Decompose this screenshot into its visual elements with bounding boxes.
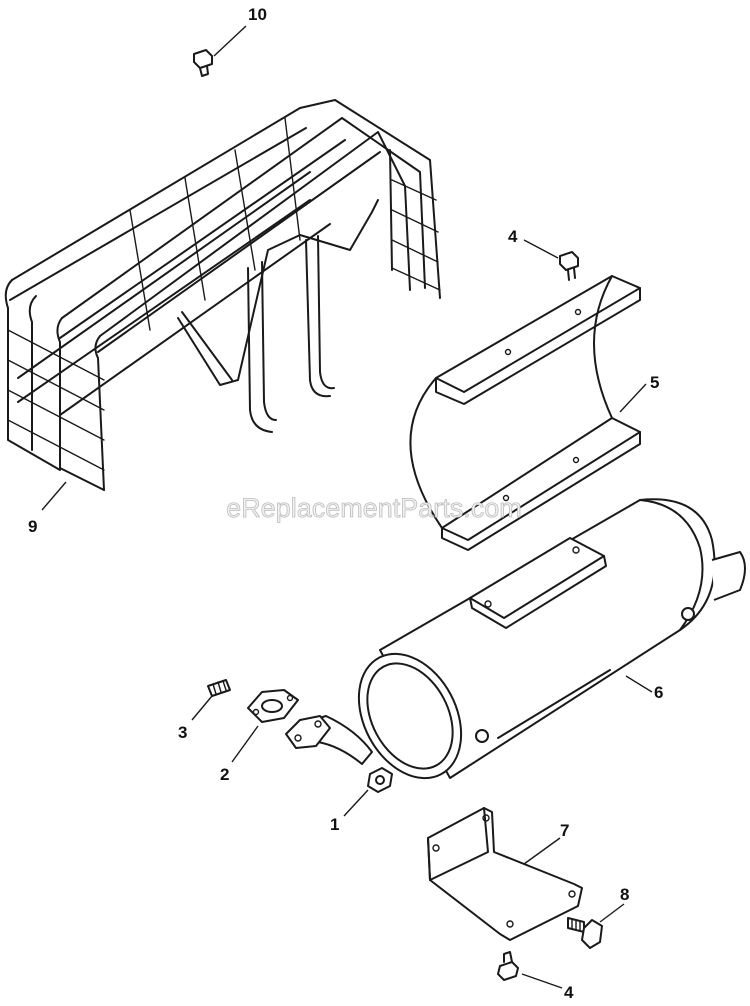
muffler-part	[285, 498, 746, 780]
screw-bottom-part	[497, 951, 519, 981]
leader-3	[191, 695, 213, 721]
leader-2	[231, 725, 259, 763]
wire-guard-part	[4, 99, 441, 491]
bracket-part	[427, 807, 583, 941]
bracket-screw-part	[567, 917, 603, 949]
callout-10: 10	[248, 5, 267, 24]
nut-part	[367, 767, 393, 793]
leader-5	[619, 383, 647, 413]
heat-shield-part	[409, 275, 641, 551]
leader-1	[343, 789, 369, 817]
callout-2: 2	[220, 765, 229, 784]
guard-screw-part	[193, 49, 213, 77]
leader-7	[523, 837, 561, 865]
leader-6	[625, 675, 653, 693]
callout-6: 6	[654, 683, 663, 702]
watermark-text: eReplacementParts.com	[226, 493, 522, 523]
leader-4-top	[523, 239, 559, 259]
leader-10	[213, 25, 247, 57]
screw-top-part	[559, 251, 579, 281]
callout-5: 5	[650, 373, 659, 392]
callout-3: 3	[178, 723, 187, 742]
callout-4-bottom: 4	[564, 983, 574, 1002]
callout-1: 1	[330, 815, 339, 834]
callout-4-top: 4	[508, 227, 518, 246]
leader-9	[41, 481, 67, 511]
leader-4-bottom	[521, 973, 563, 989]
callout-7: 7	[560, 821, 569, 840]
leader-8	[599, 903, 625, 923]
callout-9: 9	[28, 517, 37, 536]
gasket-part	[247, 689, 299, 723]
callout-8: 8	[620, 885, 629, 904]
stud-part	[207, 679, 231, 697]
